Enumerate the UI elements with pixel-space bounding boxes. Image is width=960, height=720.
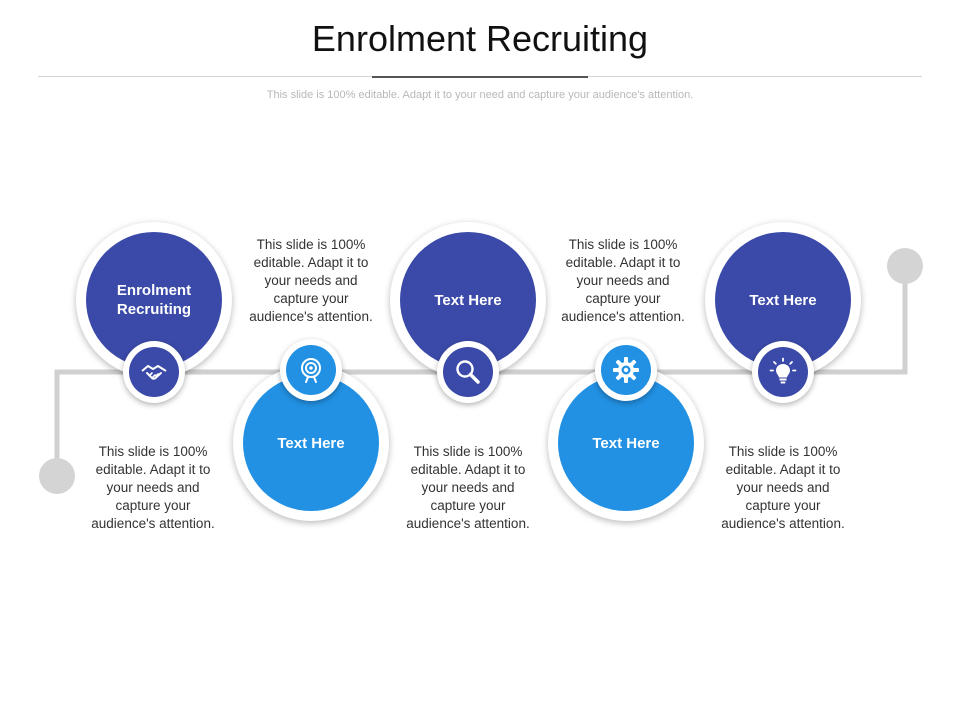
step-1-badge [123, 341, 185, 403]
step-3-circle: Text Here [400, 232, 536, 368]
slide-title: Enrolment Recruiting [311, 18, 649, 59]
step-5-description: This slide is 100% editable. Adapt it to… [721, 444, 845, 531]
lightbulb-icon [769, 357, 797, 384]
step-4-label: Text Here [592, 434, 660, 452]
slide-subtitle: This slide is 100% editable. Adapt it to… [266, 89, 694, 101]
magnifier-icon [456, 360, 480, 384]
timeline-start-node [39, 458, 75, 494]
step-2-description: This slide is 100% editable. Adapt it to… [249, 237, 373, 324]
step-3-label: Text Here [434, 291, 502, 309]
timeline-end-node [887, 248, 923, 284]
step-4-description: This slide is 100% editable. Adapt it to… [561, 237, 685, 324]
step-3-badge [437, 341, 499, 403]
step-1-description: This slide is 100% editable. Adapt it to… [91, 444, 215, 531]
step-5-label: Text Here [749, 291, 817, 309]
step-2-label: Text Here [277, 434, 345, 452]
step-2-badge [280, 339, 342, 401]
step-4-badge [595, 339, 657, 401]
step-5-badge [752, 341, 814, 403]
gear-icon [613, 357, 639, 383]
target-icon [301, 358, 321, 383]
handshake-icon [141, 365, 167, 380]
title-divider-accent [372, 76, 588, 78]
step-4-circle: Text Here [558, 375, 694, 511]
step-1-label: Enrolment Recruiting [116, 282, 192, 318]
step-3-description: This slide is 100% editable. Adapt it to… [406, 444, 530, 531]
